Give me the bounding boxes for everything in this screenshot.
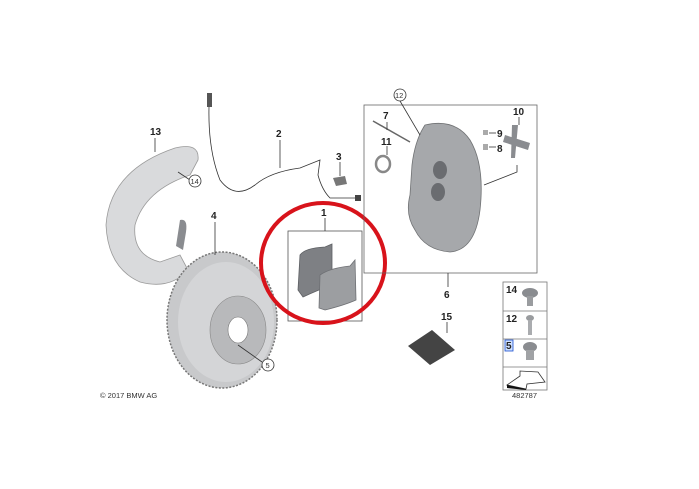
caliper-box [363, 104, 538, 274]
callout-6: 6 [444, 290, 450, 301]
callout-13: 13 [150, 127, 162, 138]
callout-14-circled: 14 [191, 177, 199, 186]
callout-circle [261, 358, 275, 372]
highlight-circle [259, 201, 387, 325]
wear-paste-pad[interactable] [408, 330, 455, 365]
brake-caliper[interactable] [407, 122, 482, 253]
callout-circle [188, 174, 202, 188]
diagram-number: 482787 [512, 391, 537, 400]
selection-box [504, 339, 514, 352]
copyright: © 2017 BMW AG [100, 391, 157, 400]
callout-8: 8 [497, 144, 503, 155]
panel-label-14: 14 [506, 285, 518, 296]
seal-ring[interactable] [374, 154, 392, 174]
panel-label-5: 5 [506, 341, 512, 352]
callout-circle [393, 88, 407, 102]
leader-line [399, 100, 421, 136]
panel-label-12: 12 [506, 314, 518, 325]
wear-sensor[interactable] [207, 93, 361, 201]
callout-7: 7 [383, 111, 389, 122]
arrow-reference-icon[interactable] [506, 370, 546, 390]
brake-disc[interactable] [166, 251, 278, 389]
callout-1: 1 [321, 208, 327, 219]
callout-15: 15 [441, 312, 453, 323]
callout-11: 11 [381, 137, 392, 148]
callout-4: 4 [211, 211, 217, 222]
hex-flange-bolt-icon [522, 288, 538, 306]
panel-item-14[interactable]: 14 [506, 285, 538, 306]
brake-pads[interactable] [297, 243, 357, 311]
sensor-bracket[interactable] [333, 176, 347, 186]
leader-line [177, 171, 191, 181]
callout-2: 2 [276, 129, 282, 140]
callout-10: 10 [513, 107, 525, 118]
hardware-panel [502, 281, 548, 391]
callout-3: 3 [336, 152, 342, 163]
bolt-icon [526, 315, 534, 335]
leader-line [483, 165, 518, 186]
leader-line [237, 344, 263, 363]
bleeder-valve[interactable] [372, 120, 411, 143]
cap-9[interactable] [483, 130, 488, 135]
brake-shield[interactable] [105, 146, 199, 285]
callout-5-circled: 5 [266, 361, 270, 370]
callout-12-circled: 12 [395, 91, 403, 100]
panel-item-12[interactable]: 12 [506, 314, 534, 335]
callout-9: 9 [497, 129, 503, 140]
cap-8[interactable] [483, 144, 488, 150]
screw-icon [523, 342, 537, 360]
anti-rattle-spring[interactable] [503, 125, 530, 158]
panel-item-5[interactable]: 5 [504, 339, 537, 360]
